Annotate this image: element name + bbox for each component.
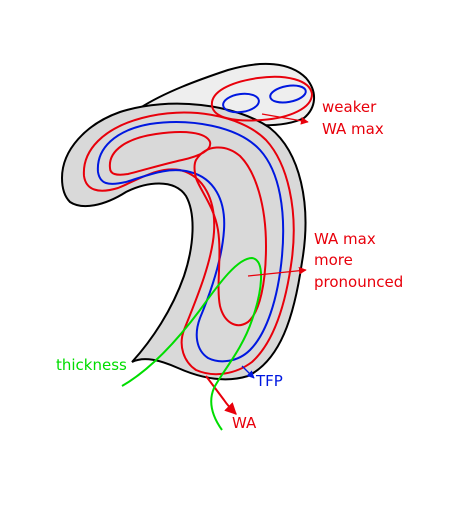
label-pronounced-line2: more	[314, 251, 353, 269]
label-pronounced-line3: pronounced	[314, 273, 403, 291]
wa-tail	[205, 375, 237, 415]
tfp-contour	[96, 121, 285, 363]
label-tfp: TFP	[255, 372, 283, 390]
label-weaker-line2: WA max	[322, 120, 384, 138]
label-pronounced-line1: WA max	[314, 230, 376, 248]
tfp-arrow	[241, 365, 255, 379]
label-thickness: thickness	[56, 356, 127, 374]
pronounced-arrow	[247, 266, 307, 277]
tfp-upper-lobe-contour-left	[222, 92, 260, 114]
tfp-upper-lobe-contour-right	[269, 84, 307, 104]
wa-upper-lobe-contour	[210, 75, 314, 122]
thickness-line	[121, 256, 263, 431]
wa-inner-contour-pronounced	[193, 146, 268, 327]
label-wa: WA	[232, 414, 257, 432]
label-weaker-line1: weaker	[322, 98, 377, 116]
weaker-arrow	[261, 113, 309, 125]
